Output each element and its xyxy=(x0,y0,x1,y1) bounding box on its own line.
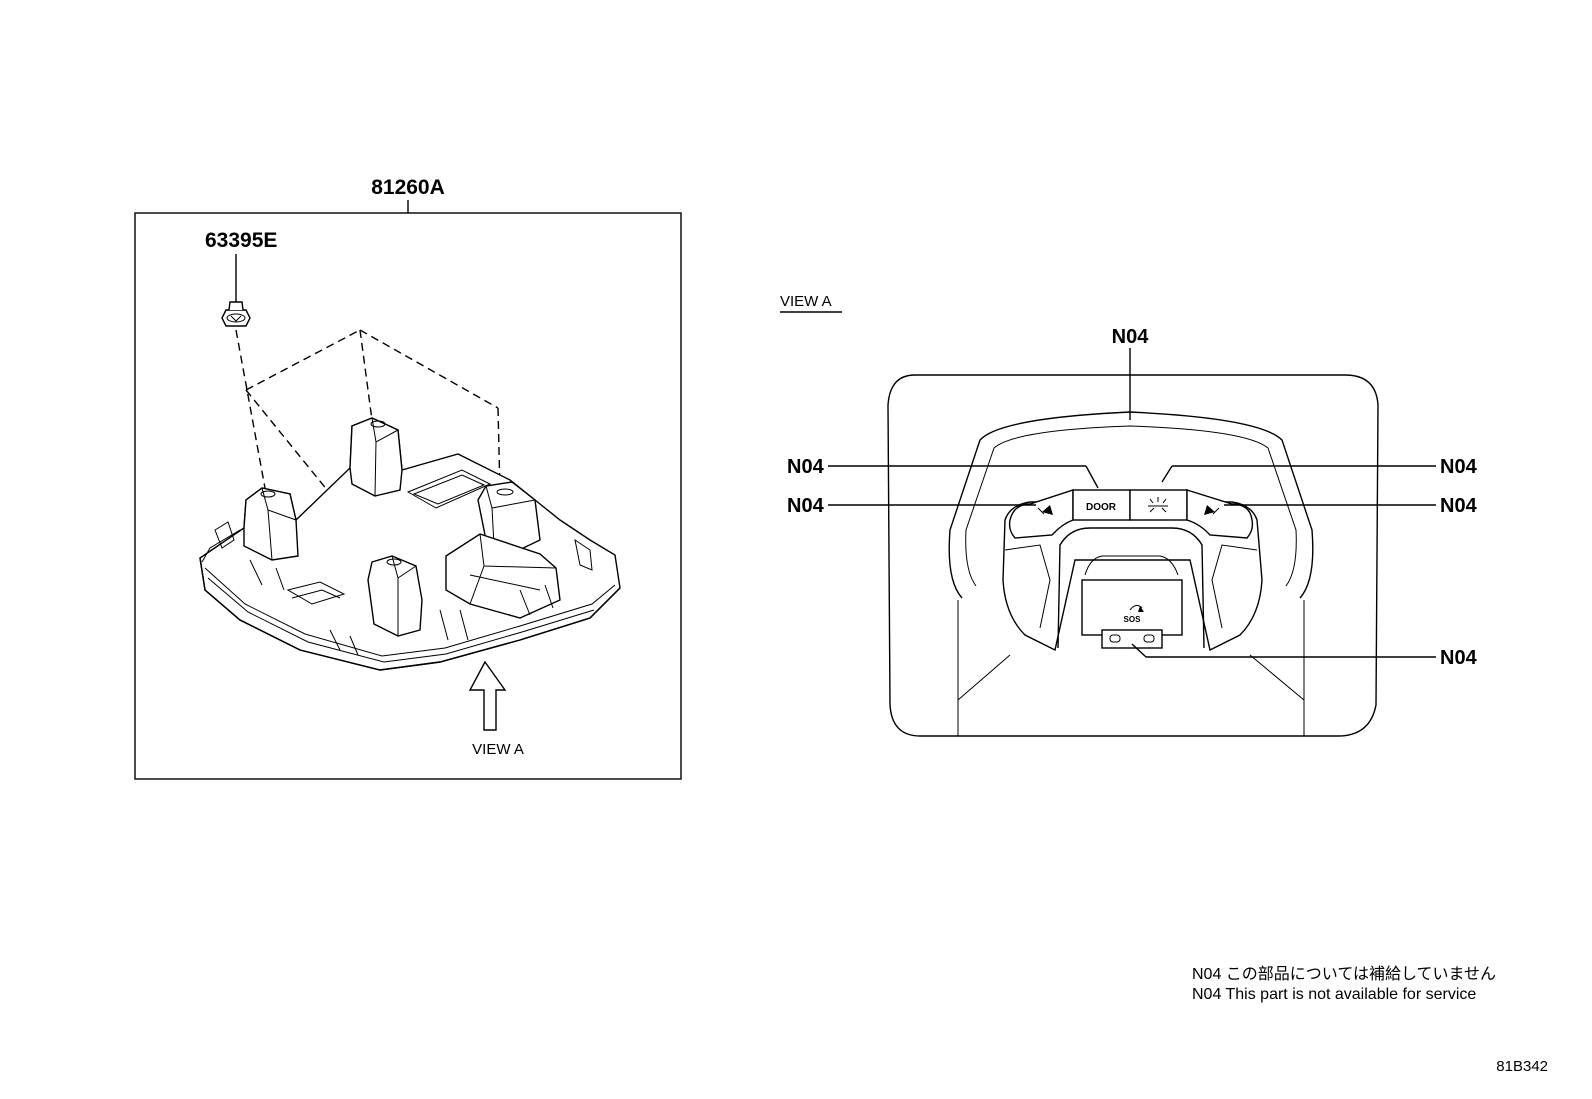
clip-part xyxy=(221,301,251,327)
door-switch-label: DOOR xyxy=(1086,502,1117,513)
view-a-title: VIEW A xyxy=(780,293,832,310)
room-lamp-switch[interactable] xyxy=(1129,489,1188,521)
map-lamp-right-icon xyxy=(1204,505,1220,515)
map-lamp-left-icon xyxy=(1037,505,1053,515)
callout-right-lower: N04 xyxy=(1440,495,1478,517)
microphone-left-icon xyxy=(1109,634,1121,643)
callout-left-lower: N04 xyxy=(787,495,825,517)
console-outline xyxy=(887,374,1379,737)
callout-left-upper: N04 xyxy=(787,456,825,478)
overhead-console-body xyxy=(199,417,621,671)
callout-leaders xyxy=(828,348,1436,658)
callout-top: N04 xyxy=(1112,326,1150,348)
view-a-panel: VIEW A DOOR xyxy=(780,293,1478,737)
microphone-right-icon xyxy=(1143,634,1155,643)
clip-label: 63395E xyxy=(205,229,277,252)
switch-row: DOOR xyxy=(1008,489,1254,539)
view-a-arrow-label: VIEW A xyxy=(472,741,524,758)
view-a-arrow xyxy=(468,660,507,731)
note-english: N04 This part is not available for servi… xyxy=(1192,986,1477,1003)
map-lamp-right-switch[interactable] xyxy=(1186,489,1254,539)
assembly-panel: 81260A 63395E xyxy=(134,176,682,780)
sos-label: SOS xyxy=(1124,615,1142,624)
note-japanese: N04 この部品については補給していません xyxy=(1192,966,1497,983)
callout-right-upper: N04 xyxy=(1440,456,1478,478)
map-lamp-left-switch[interactable] xyxy=(1008,489,1074,539)
figure-code: 81B342 xyxy=(1496,1058,1548,1075)
room-lamp-icon xyxy=(1148,497,1168,513)
sos-switch[interactable]: SOS xyxy=(1124,604,1144,624)
phone-icon xyxy=(1138,606,1144,612)
callout-bottom-right: N04 xyxy=(1440,647,1478,669)
assembly-label: 81260A xyxy=(371,176,445,199)
microphone-plate xyxy=(1101,629,1163,649)
